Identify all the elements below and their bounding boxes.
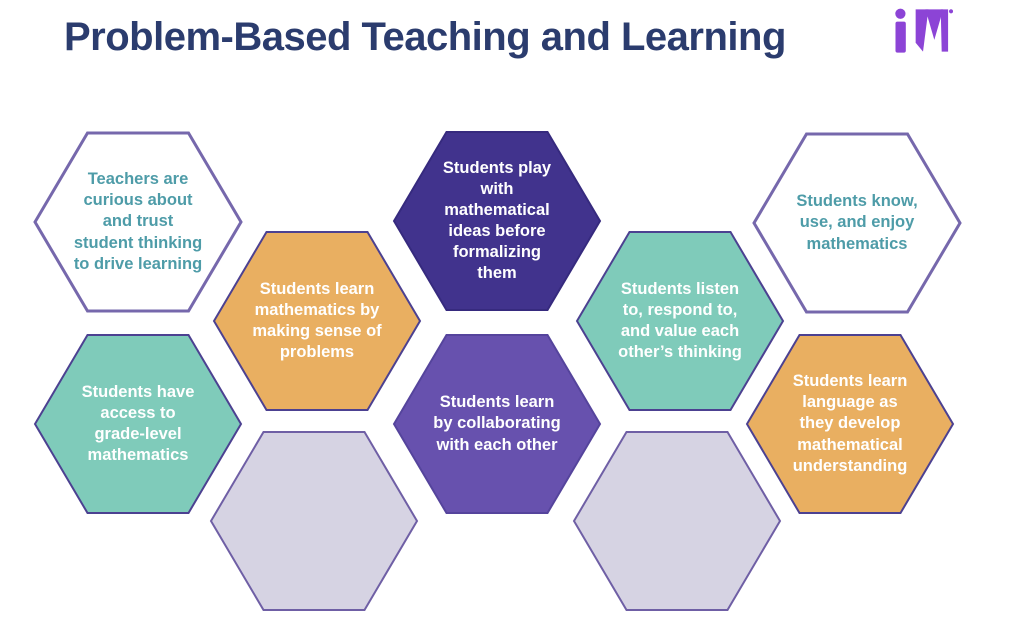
hexagon-label: Students have access to grade-level math… [81, 382, 195, 465]
hexagon-shape [572, 431, 782, 611]
hexagon-shape [575, 231, 785, 411]
im-logo-icon [895, 8, 953, 53]
hexagon-label: Students learn by collaborating with eac… [433, 393, 561, 454]
hexagon-label [587, 430, 767, 612]
im-logo [895, 7, 953, 55]
hexagon-language-development: Students learn language as they develop … [745, 333, 955, 515]
hexagon-label [224, 430, 404, 612]
hexagon-shape [392, 131, 602, 311]
hexagon-label: Students learn language as they develop … [792, 372, 908, 475]
page-title: Problem-Based Teaching and Learning [64, 15, 786, 59]
hexagon-play-with-ideas: Students play with mathematical ideas be… [392, 130, 602, 312]
hexagon-shape [745, 334, 955, 514]
hexagon-label: Students know, use, and enjoy mathematic… [796, 192, 918, 253]
hexagon-shape [33, 334, 243, 514]
hexagon-grade-level-access: Students have access to grade-level math… [33, 333, 243, 515]
hexagon-teachers-curious-trust: Teachers are curious about and trust stu… [33, 131, 243, 313]
hexagon-label: Students learn mathematics by making sen… [252, 279, 382, 362]
hexagon-label: Students listen to, respond to, and valu… [618, 279, 742, 362]
hexagon-collaborate: Students learn by collaborating with eac… [392, 333, 602, 515]
hexagon-empty-1 [209, 430, 419, 612]
hexagon-listen-respond-value: Students listen to, respond to, and valu… [575, 230, 785, 412]
hexagon-label: Students play with mathematical ideas be… [442, 158, 552, 283]
hexagon-shape [209, 431, 419, 611]
hexagon-shape [392, 334, 602, 514]
hexagon-shape [752, 132, 962, 314]
hexagon-label: Teachers are curious about and trust stu… [73, 170, 203, 273]
hexagon-know-use-enjoy: Students know, use, and enjoy mathematic… [752, 132, 962, 314]
hexagon-shape [33, 131, 243, 313]
hexagon-shape [212, 231, 422, 411]
hexagon-empty-2 [572, 430, 782, 612]
hexagon-learn-making-sense: Students learn mathematics by making sen… [212, 230, 422, 412]
